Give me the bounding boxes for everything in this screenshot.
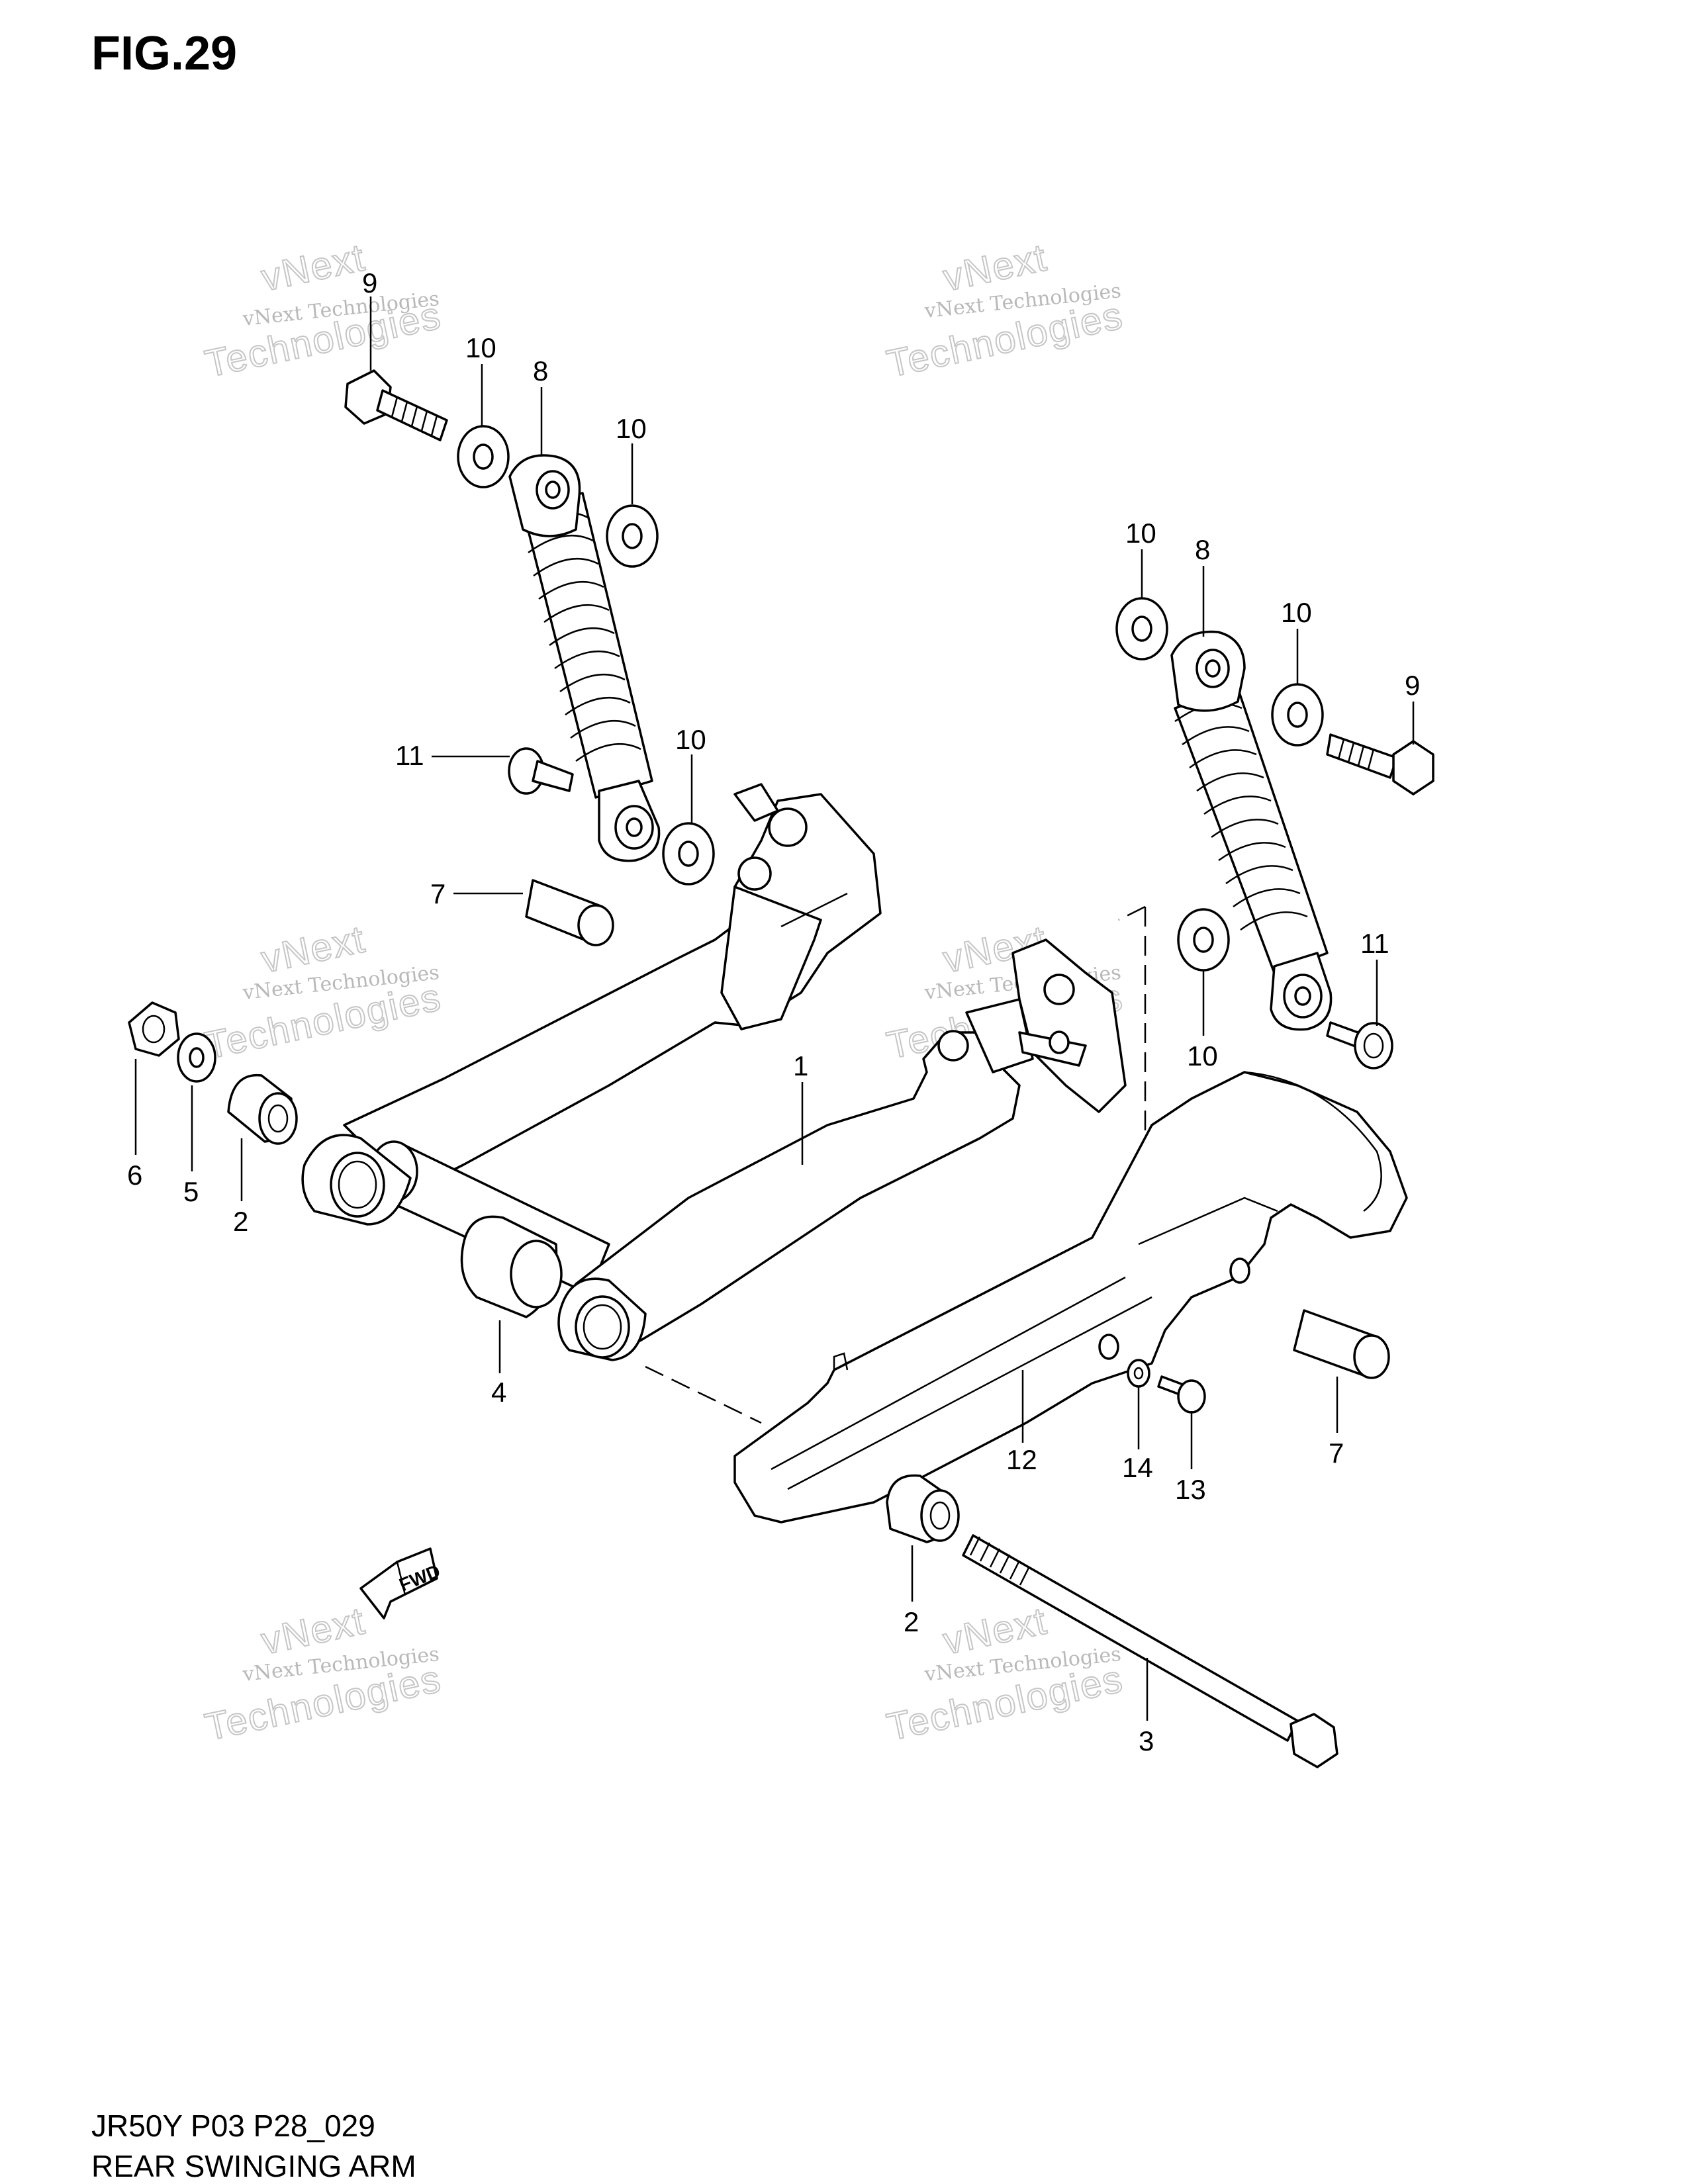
callout-3: 3 [1139, 1725, 1154, 1756]
callout-numbers: 9 10 8 10 11 10 7 1 6 5 2 4 10 8 10 9 11… [127, 267, 1420, 1756]
washer-10-c [662, 822, 715, 886]
callout-9-left: 9 [362, 267, 377, 298]
watermark-top-left: vNext vNext Technologies Technologies [201, 235, 445, 386]
figure-title: FIG.29 [91, 27, 238, 80]
watermark-top-center: vNext vNext Technologies Technologies [882, 235, 1127, 386]
callout-10-d: 10 [1125, 518, 1156, 549]
bolt-13 [1157, 1375, 1206, 1414]
callout-9-right: 9 [1405, 670, 1420, 701]
callout-7-left: 7 [430, 878, 445, 909]
left-flange-bolt [508, 747, 574, 795]
callout-13: 13 [1175, 1474, 1206, 1505]
callout-10-e: 10 [1281, 597, 1312, 628]
left-shock-absorber [508, 454, 661, 862]
callout-8-right: 8 [1195, 534, 1210, 565]
callout-6: 6 [127, 1160, 142, 1191]
bushing-2-left [227, 1073, 298, 1145]
callout-14: 14 [1122, 1452, 1153, 1483]
watermark-bottom-left: vNext vNext Technologies Technologies [201, 1598, 445, 1749]
collar-7-right [1293, 1309, 1390, 1379]
callout-5: 5 [183, 1176, 199, 1207]
right-shock-absorber [1170, 630, 1333, 1031]
callout-11-left: 11 [395, 740, 424, 771]
callout-7-right: 7 [1329, 1437, 1344, 1469]
watermark-mid-left: vNext vNext Technologies Technologies [201, 917, 445, 1068]
sleeve-4 [460, 1215, 563, 1318]
washer-10-a [457, 425, 510, 488]
right-flange-bolt [1326, 1021, 1393, 1069]
callout-10-a: 10 [465, 332, 496, 363]
callout-10-b: 10 [616, 413, 647, 444]
washer-10-f [1177, 908, 1230, 972]
swing-arm [301, 783, 1127, 1361]
left-shock-bolt [344, 369, 448, 441]
callout-10-f: 10 [1187, 1040, 1218, 1071]
figure-caption: REAR SWINGING ARM [91, 2149, 416, 2183]
svg-text:vNext: vNext [258, 236, 369, 299]
right-shock-bolt [1326, 733, 1434, 796]
nut-6 [128, 1001, 180, 1057]
callout-2-left: 2 [233, 1206, 248, 1237]
washer-10-b [606, 504, 659, 568]
washer-10-e [1271, 683, 1324, 747]
callout-1: 1 [793, 1050, 808, 1081]
washer-5 [177, 1032, 216, 1083]
callout-11-right: 11 [1360, 928, 1389, 959]
model-code: JR50Y P03 P28_029 [91, 2109, 375, 2143]
chain-case [733, 1071, 1408, 1524]
callout-2-bottom: 2 [904, 1606, 919, 1637]
callout-12: 12 [1006, 1444, 1037, 1475]
leader-lines [134, 296, 1415, 1721]
callout-10-c: 10 [675, 724, 706, 755]
callout-8-left: 8 [533, 355, 548, 387]
collar-7-left [525, 879, 614, 946]
washer-10-d [1115, 597, 1168, 660]
washer-14 [1127, 1359, 1150, 1388]
callout-4: 4 [491, 1377, 506, 1408]
bushing-2-bottom [886, 1474, 960, 1543]
fwd-arrow-icon: FWD [359, 1547, 443, 1619]
pivot-bolt-3 [962, 1534, 1338, 1768]
